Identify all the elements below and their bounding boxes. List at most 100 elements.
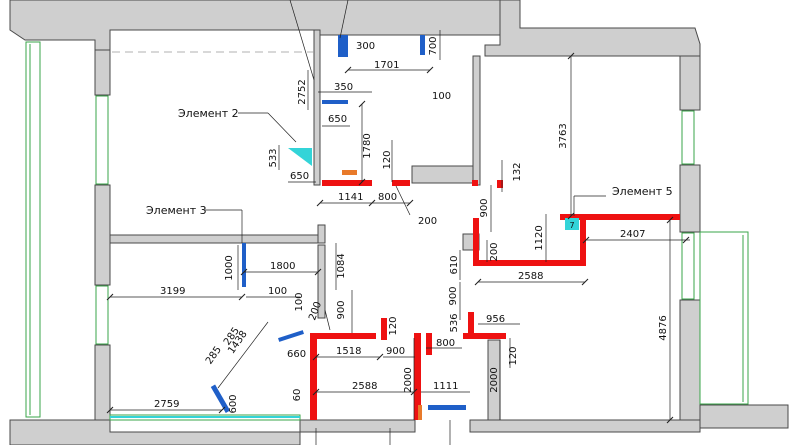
dim-132: 132 xyxy=(512,162,523,181)
dim-2407: 2407 xyxy=(620,229,645,240)
dim-60: 60 xyxy=(292,389,303,402)
red-wall-9 xyxy=(310,333,376,339)
red-wall-15 xyxy=(468,312,474,334)
dim-1120: 1120 xyxy=(534,225,545,250)
walls xyxy=(9,0,789,445)
wall-block-center xyxy=(411,165,475,184)
element-5-label: Элемент 5 xyxy=(612,185,673,198)
windows xyxy=(25,41,749,421)
red-wall-7 xyxy=(473,260,585,266)
dim-1518: 1518 xyxy=(336,346,361,357)
dim-1701: 1701 xyxy=(374,60,399,71)
red-wall-5 xyxy=(560,214,680,220)
wall-top-left xyxy=(9,0,501,51)
dim-1111: 1111 xyxy=(433,381,458,392)
dim-100-mid: 100 xyxy=(268,286,287,297)
wall-right-upper xyxy=(679,55,701,111)
dim-900-c: 900 xyxy=(448,286,459,305)
dim-350: 350 xyxy=(334,82,353,93)
window-left-balcony xyxy=(25,41,41,418)
dim-1780: 1780 xyxy=(362,133,373,158)
orange-bath-element xyxy=(418,405,422,420)
dim-610: 610 xyxy=(449,255,460,274)
red-wall-10 xyxy=(310,333,317,420)
dim-200-a: 200 xyxy=(418,216,437,227)
blue-element-bottom xyxy=(428,405,466,410)
window-right-balcony xyxy=(699,231,749,405)
window-right-1 xyxy=(681,110,695,165)
element-3-label: Элемент 3 xyxy=(146,204,207,217)
element-labels: Элемент 2 Элемент 3 Элемент 5 xyxy=(146,107,673,217)
dim-700: 700 xyxy=(428,36,439,55)
wall-bottom-right xyxy=(469,419,701,433)
red-wall-1 xyxy=(322,180,372,186)
dim-800-a: 800 xyxy=(378,192,397,203)
window-right-2 xyxy=(681,232,695,300)
window-left-1 xyxy=(95,95,109,185)
dim-956: 956 xyxy=(486,314,505,325)
dim-2588-b: 2588 xyxy=(352,381,377,392)
dim-285-b: 285 xyxy=(204,345,224,367)
dim-4876: 4876 xyxy=(658,315,669,340)
wall-left-1 xyxy=(94,49,111,96)
wall-bottom-left xyxy=(9,419,301,445)
dimension-lines xyxy=(106,0,690,445)
dim-900-d: 900 xyxy=(386,346,405,357)
dim-660: 660 xyxy=(287,349,306,360)
wall-mid-stub xyxy=(317,224,326,244)
dim-536: 536 xyxy=(449,313,460,332)
dim-2000-b: 2000 xyxy=(489,367,500,392)
red-wall-14 xyxy=(463,333,506,339)
wall-right-mid xyxy=(679,164,701,233)
dim-600: 600 xyxy=(228,394,239,413)
element-3-blue xyxy=(242,243,246,287)
dim-120-b: 120 xyxy=(388,316,399,335)
dim-650-a: 650 xyxy=(328,114,347,125)
element-2-label: Элемент 2 xyxy=(178,107,239,120)
window-left-2 xyxy=(95,285,109,345)
dim-900-a: 900 xyxy=(479,198,490,217)
blue-element-lower xyxy=(278,330,304,342)
wall-right-room-left xyxy=(472,55,481,186)
element-5-cyan xyxy=(565,218,579,230)
dim-200-b: 200 xyxy=(489,242,500,261)
dim-1000: 1000 xyxy=(224,255,235,280)
dim-2759: 2759 xyxy=(154,399,179,410)
dim-533: 533 xyxy=(268,148,279,167)
red-wall-6 xyxy=(580,214,586,266)
red-wall-2 xyxy=(392,180,410,186)
dim-120-c: 120 xyxy=(508,346,519,365)
wall-left-3 xyxy=(94,344,111,421)
dim-800-b: 800 xyxy=(436,338,455,349)
dim-3763: 3763 xyxy=(558,123,569,148)
wall-right-bottom xyxy=(699,404,789,429)
blue-element-top-2 xyxy=(420,35,425,55)
red-wall-3 xyxy=(472,180,478,186)
blue-element-diagonal xyxy=(210,384,231,413)
element-5-tag: 7 xyxy=(569,221,574,230)
red-wall-11 xyxy=(381,318,387,340)
wall-bottom-mid xyxy=(299,419,416,433)
red-wall-8 xyxy=(473,218,479,266)
dim-100-top: 100 xyxy=(432,91,451,102)
red-partitions xyxy=(310,180,680,420)
wall-small-pillar xyxy=(317,244,326,319)
dim-2752: 2752 xyxy=(297,79,308,104)
dim-2000-a: 2000 xyxy=(403,367,414,392)
orange-element xyxy=(342,170,357,175)
red-wall-12 xyxy=(414,333,421,420)
red-wall-13 xyxy=(426,333,432,355)
cyan-floor-strip xyxy=(110,416,300,418)
dim-120-a: 120 xyxy=(382,150,393,169)
red-wall-4 xyxy=(497,180,503,188)
dim-1800: 1800 xyxy=(270,261,295,272)
dim-3199: 3199 xyxy=(160,286,185,297)
wall-top-right xyxy=(484,0,701,57)
dim-1084: 1084 xyxy=(336,253,347,278)
wall-mid-horizontal xyxy=(109,234,321,244)
wall-shaft-vertical xyxy=(313,29,321,186)
dim-100-b: 100 xyxy=(294,292,305,311)
blue-element-shaft xyxy=(322,100,348,104)
dim-650-b: 650 xyxy=(290,171,309,182)
